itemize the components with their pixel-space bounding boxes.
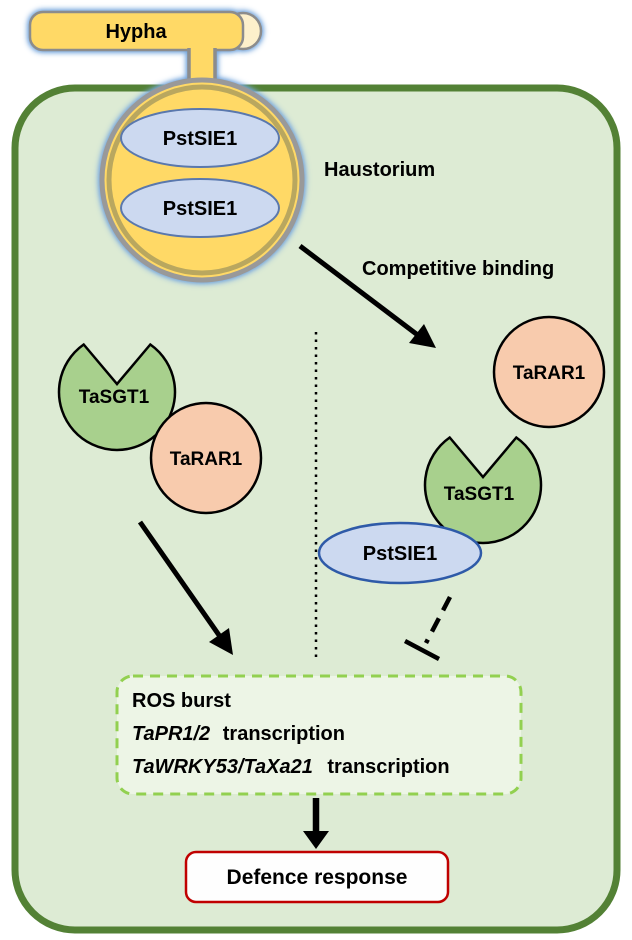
tapr1-transcription-word: transcription [223,723,345,745]
tarar1-left-label: TaRAR1 [170,449,243,470]
haustorium-inner-ring [106,84,298,276]
activation-arrow [137,520,233,655]
tarar1-right-shape [492,315,606,429]
ros-burst-label: ROS burst [132,690,231,712]
tawrky53-transcription-label: TaWRKY53/TaXa21 transcription [132,756,450,778]
competitive-binding-arrow [298,244,436,348]
tarar1-right-label: TaRAR1 [513,363,586,384]
hypha-label: Hypha [105,21,167,43]
pstsie1-bottom-label: PstSIE1 [163,198,237,220]
hypha-shape [28,10,245,52]
competitive-binding-label: Competitive binding [362,258,554,280]
haustorium-label: Haustorium [324,159,435,181]
tarar1-left-shape [149,401,263,515]
inhibition-connector [403,595,452,661]
defence-response-box [184,850,450,904]
tawrky53-gene-name: TaWRKY53/TaXa21 [132,756,313,778]
defence-outputs-box [115,674,523,796]
pstsie1-ellipse-top [120,108,280,168]
pstsie1-top-label: PstSIE1 [163,128,237,150]
pstsie1-bound-ellipse [317,521,483,585]
tasgt1-left-label: TaSGT1 [79,387,150,408]
pstsie1-bound-label: PstSIE1 [363,543,437,565]
defence-response-label: Defence response [227,866,408,889]
tasgt1-left-shape [57,342,177,452]
tawrky53-transcription-word: transcription [327,756,449,778]
tapr1-transcription-label: TaPR1/2 transcription [132,723,345,745]
tasgt1-right-label: TaSGT1 [444,484,515,505]
outcome-arrow [303,798,329,849]
pstsie1-ellipse-bottom [120,178,280,238]
tapr1-gene-name: TaPR1/2 [132,723,210,745]
fungal-structures-group [28,10,305,283]
